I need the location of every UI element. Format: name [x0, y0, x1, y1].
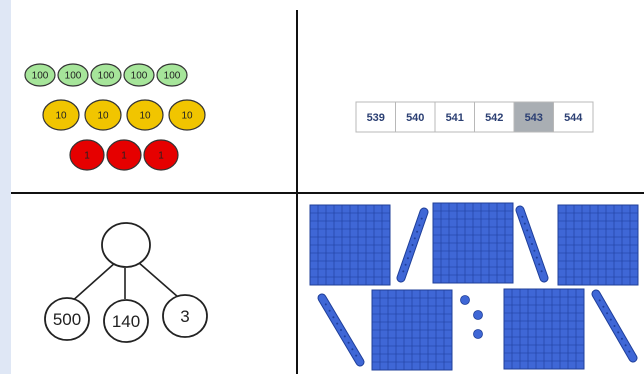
left-margin-strip — [0, 0, 11, 374]
number-track-value: 543 — [525, 112, 543, 124]
hundred-flat — [503, 288, 585, 370]
part-circle — [162, 294, 208, 338]
number-track-cell — [434, 101, 475, 133]
hundred-counter-label: 100 — [98, 71, 115, 82]
number-track-value: 540 — [406, 112, 424, 124]
part-circle — [103, 299, 149, 343]
hundred-counter-label: 100 — [164, 71, 181, 82]
one-cube — [473, 310, 483, 320]
hundred-counter — [90, 63, 122, 87]
one-cube — [473, 329, 483, 339]
hundred-counter-label: 100 — [131, 71, 148, 82]
hundred-flat — [309, 204, 391, 286]
number-track-cell — [513, 101, 554, 133]
part-value: 500 — [53, 310, 81, 329]
ten-counter — [84, 99, 122, 131]
tens-counters: 10 10 10 10 — [42, 99, 206, 131]
hundred-counter-label: 100 — [65, 71, 82, 82]
one-counter-label: 1 — [121, 151, 127, 162]
ten-rod — [396, 207, 429, 283]
part-value: 3 — [180, 307, 189, 326]
hundreds-counters: 100 100 100 100 100 — [24, 63, 188, 87]
base-ten-blocks — [309, 202, 639, 371]
hundred-flat — [557, 204, 639, 286]
one-counter — [69, 139, 105, 171]
hundred-flat — [371, 289, 453, 371]
number-track-value: 544 — [564, 112, 583, 124]
ten-rod — [317, 293, 365, 367]
part-circle — [44, 297, 90, 341]
number-track-cell — [474, 101, 515, 133]
number-track-value: 542 — [485, 112, 503, 124]
number-track-value: 541 — [446, 112, 464, 124]
branch-line — [69, 261, 117, 304]
part-whole-model: 500 140 3 — [44, 222, 208, 343]
number-track-cell — [553, 101, 594, 133]
hundred-counter-label: 100 — [32, 71, 49, 82]
hundred-flat — [432, 202, 514, 284]
branch-line — [137, 261, 179, 298]
number-track-value: 539 — [367, 112, 385, 124]
hundred-counter — [123, 63, 155, 87]
one-counter — [143, 139, 179, 171]
whole-circle — [101, 222, 151, 268]
ten-counter — [42, 99, 80, 131]
number-track: 539 540 541 542 543 544 — [355, 101, 594, 133]
hundred-counter — [156, 63, 188, 87]
hundred-counter — [57, 63, 89, 87]
ten-rod — [591, 289, 638, 363]
hundred-counter — [24, 63, 56, 87]
ten-counter-label: 10 — [55, 111, 67, 122]
one-counter — [106, 139, 142, 171]
ones-counters: 1 1 1 — [69, 139, 179, 171]
one-counter-label: 1 — [158, 151, 164, 162]
ten-counter — [126, 99, 164, 131]
one-cube — [460, 295, 470, 305]
place-value-counters: 100 100 100 100 100 10 10 10 10 1 1 1 — [24, 63, 206, 171]
number-track-cell — [355, 101, 396, 133]
ten-counter-label: 10 — [139, 111, 151, 122]
ten-counter — [168, 99, 206, 131]
part-value: 140 — [112, 312, 140, 331]
one-counter-label: 1 — [84, 151, 90, 162]
ten-rod — [515, 205, 549, 283]
ten-counter-label: 10 — [97, 111, 109, 122]
ten-counter-label: 10 — [181, 111, 193, 122]
